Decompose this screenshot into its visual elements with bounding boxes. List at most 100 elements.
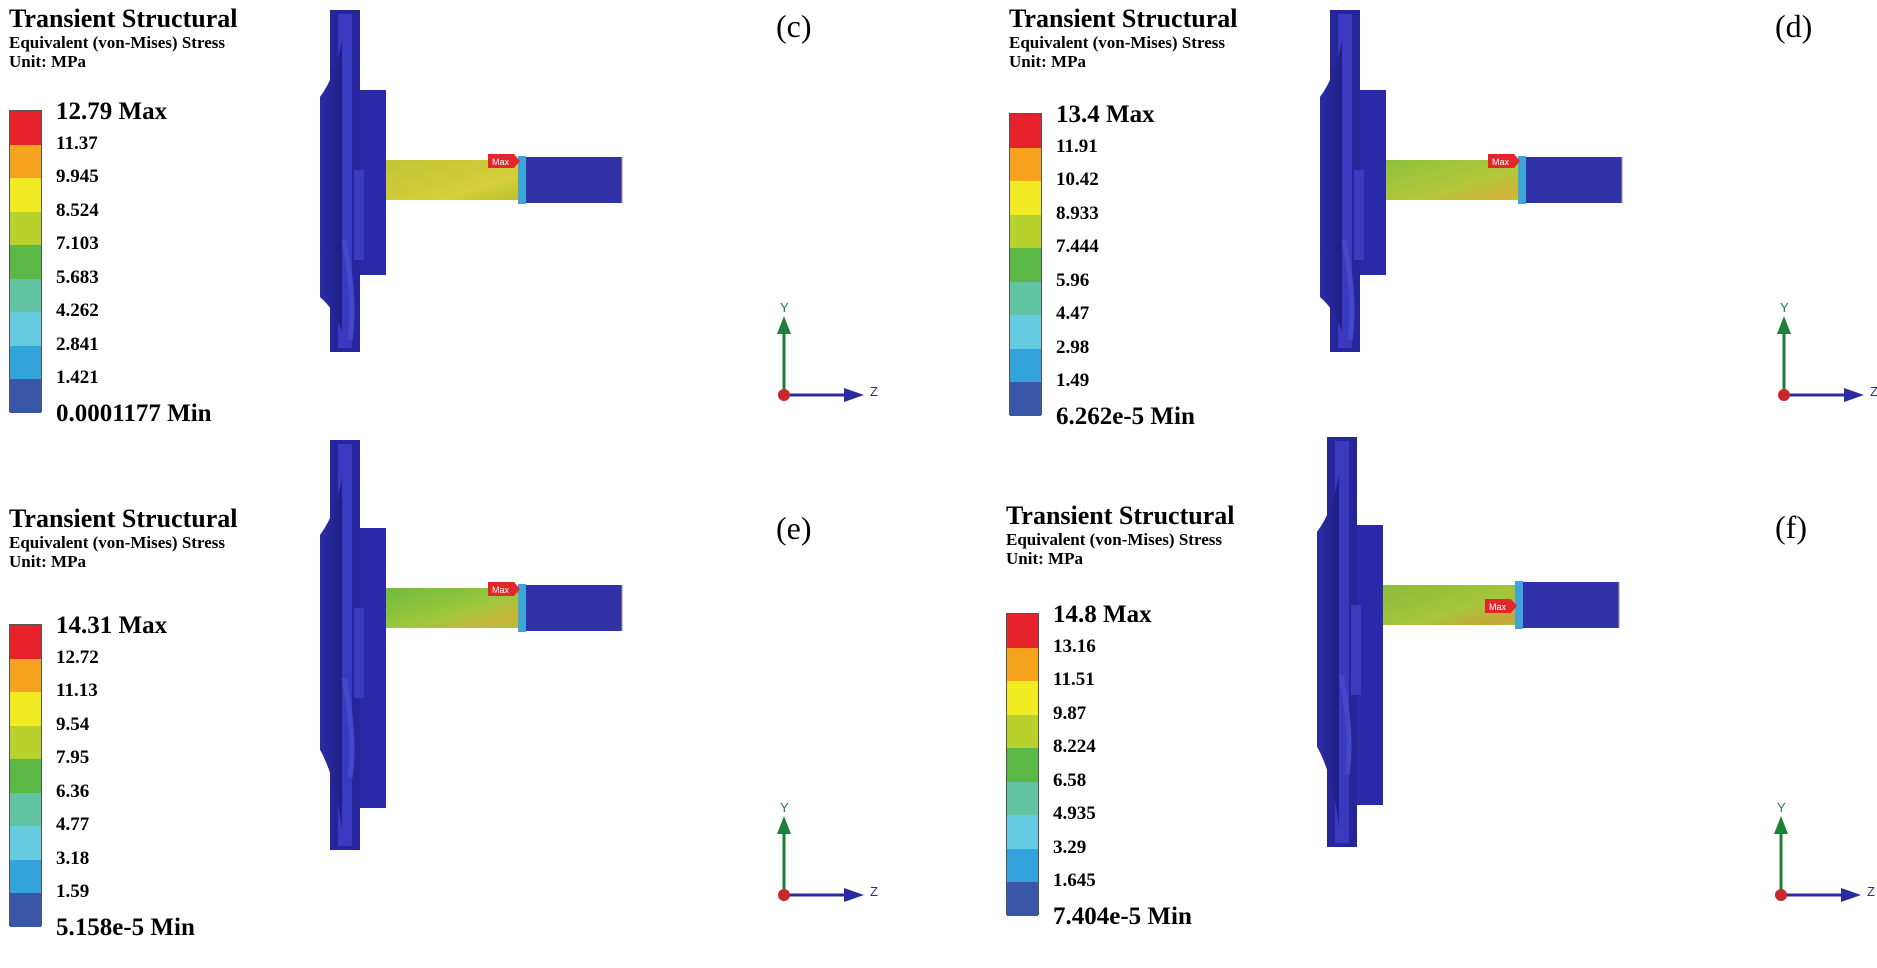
legend-tick-label: 9.945 [56, 166, 99, 187]
panel-unit: Unit: MPa [9, 52, 86, 72]
legend-tick-label: 3.18 [56, 847, 90, 869]
panel-subtitle: Equivalent (von-Mises) Stress [9, 533, 225, 553]
max-flag-icon: Max [488, 582, 520, 596]
color-scale-segment [1010, 348, 1041, 382]
color-scale-segment [1007, 815, 1038, 849]
panel-header: Transient Structural Equivalent (von-Mis… [9, 4, 237, 71]
legend-tick-label: 7.95 [56, 747, 90, 768]
panel-subtitle: Equivalent (von-Mises) Stress [1009, 33, 1225, 53]
shaft-end [1526, 157, 1622, 203]
color-scale-segment [10, 658, 41, 692]
panel-unit: Unit: MPa [1009, 52, 1086, 72]
color-scale-segment [1010, 214, 1041, 248]
color-scale-segment [10, 759, 41, 793]
impeller-front-shroud [320, 478, 342, 830]
panel-header: Transient Structural Equivalent (von-Mis… [9, 504, 237, 571]
max-flag-icon: Max [1485, 599, 1517, 613]
impeller-hub [1357, 525, 1383, 805]
legend-tick-label: 11.51 [1053, 669, 1095, 690]
coordinate-triad: YZ [1777, 300, 1877, 402]
legend-tick-label: 1.645 [1053, 870, 1096, 891]
z-axis-label: Z [1870, 384, 1877, 399]
legend-tick-label: 9.87 [1053, 702, 1087, 724]
legend-tick-label: 1.59 [56, 881, 90, 902]
panel-letter: (c) [776, 8, 812, 44]
color-scale-segment [10, 379, 41, 413]
origin-dot-icon [778, 889, 790, 901]
legend-max-label: 13.4 Max [1056, 101, 1155, 128]
panel-header: Transient Structural Equivalent (von-Mis… [1006, 501, 1234, 568]
y-axis-label: Y [780, 800, 789, 815]
legend-tick-label: 4.77 [56, 814, 90, 835]
y-axis-label: Y [1777, 800, 1786, 815]
stress-panel-e: Transient Structural Equivalent (von-Mis… [0, 440, 938, 968]
z-axis-label: Z [870, 384, 878, 399]
color-scale-segment [1010, 281, 1041, 315]
impeller-shaft-model: Max [1320, 10, 1623, 352]
color-scale-segment [1007, 781, 1038, 815]
color-scale-segment [10, 345, 41, 379]
color-scale-segment [10, 245, 41, 279]
color-scale-segment [1010, 114, 1041, 148]
legend-tick-label: 2.841 [56, 333, 99, 355]
color-scale-segment [10, 859, 41, 893]
shaft-collar [518, 156, 526, 204]
panel-unit: Unit: MPa [9, 552, 86, 572]
color-scale-segment [10, 692, 41, 726]
shaft-end [526, 157, 622, 203]
color-scale-segment [1007, 647, 1038, 681]
legend-min-label: 7.404e-5 Min [1053, 903, 1192, 930]
color-scale-segment [1010, 248, 1041, 282]
y-arrow-head-icon [1774, 816, 1788, 834]
color-scale-segment [1010, 147, 1041, 181]
legend-min-label: 0.0001177 Min [56, 400, 212, 427]
legend-tick-label: 8.933 [1056, 202, 1099, 224]
shaft-collar [1515, 581, 1523, 629]
legend-tick-label: 5.96 [1056, 269, 1090, 291]
impeller-front-shroud [1317, 475, 1339, 827]
coordinate-triad: YZ [777, 800, 878, 902]
legend-tick-label: 12.72 [56, 646, 99, 668]
color-scale-segment [10, 725, 41, 759]
impeller-shaft-model: Max [320, 10, 623, 352]
max-flag-label: Max [1492, 157, 1510, 167]
legend-max-label: 14.8 Max [1053, 601, 1152, 628]
panel-subtitle: Equivalent (von-Mises) Stress [9, 33, 225, 53]
max-flag-label: Max [492, 585, 510, 595]
color-scale-segment [10, 792, 41, 826]
legend-tick-label: 4.262 [56, 300, 99, 321]
color-scale-segment [1010, 315, 1041, 349]
panel-subtitle: Equivalent (von-Mises) Stress [1006, 530, 1222, 550]
legend-tick-label: 8.224 [1053, 736, 1096, 757]
z-arrow-head-icon [1841, 888, 1861, 902]
legend-tick-label: 5.683 [56, 266, 99, 288]
legend-tick-label: 2.98 [1056, 336, 1090, 358]
color-scale-segment [1010, 181, 1041, 215]
impeller-shaft-model: Max [1317, 437, 1620, 847]
impeller-front-shroud [320, 40, 342, 332]
panel-title: Transient Structural [1006, 501, 1235, 530]
legend-tick-label: 7.444 [1056, 236, 1099, 257]
legend-max-label: 14.31 Max [56, 612, 168, 639]
z-axis-label: Z [870, 884, 878, 899]
origin-dot-icon [778, 389, 790, 401]
origin-dot-icon [1775, 889, 1787, 901]
color-scale-segment [1007, 681, 1038, 715]
y-axis-label: Y [780, 300, 789, 315]
legend-tick-label: 6.58 [1053, 769, 1087, 791]
color-scale-segment [1007, 614, 1038, 648]
panel-unit: Unit: MPa [1006, 549, 1083, 569]
legend-tick-label: 11.13 [56, 680, 98, 701]
coordinate-triad: YZ [777, 300, 878, 402]
color-scale-bar [1006, 613, 1039, 916]
color-scale-segment [10, 826, 41, 860]
legend-tick-label: 3.29 [1053, 836, 1087, 858]
color-scale-bar [1009, 113, 1042, 416]
panel-letter: (f) [1775, 509, 1807, 545]
y-axis-label: Y [1780, 300, 1789, 315]
legend-tick-label: 7.103 [56, 233, 99, 254]
color-scale-bar [9, 624, 42, 927]
shaft-end [526, 585, 622, 631]
y-arrow-head-icon [1777, 316, 1791, 334]
color-scale-segment [1007, 714, 1038, 748]
